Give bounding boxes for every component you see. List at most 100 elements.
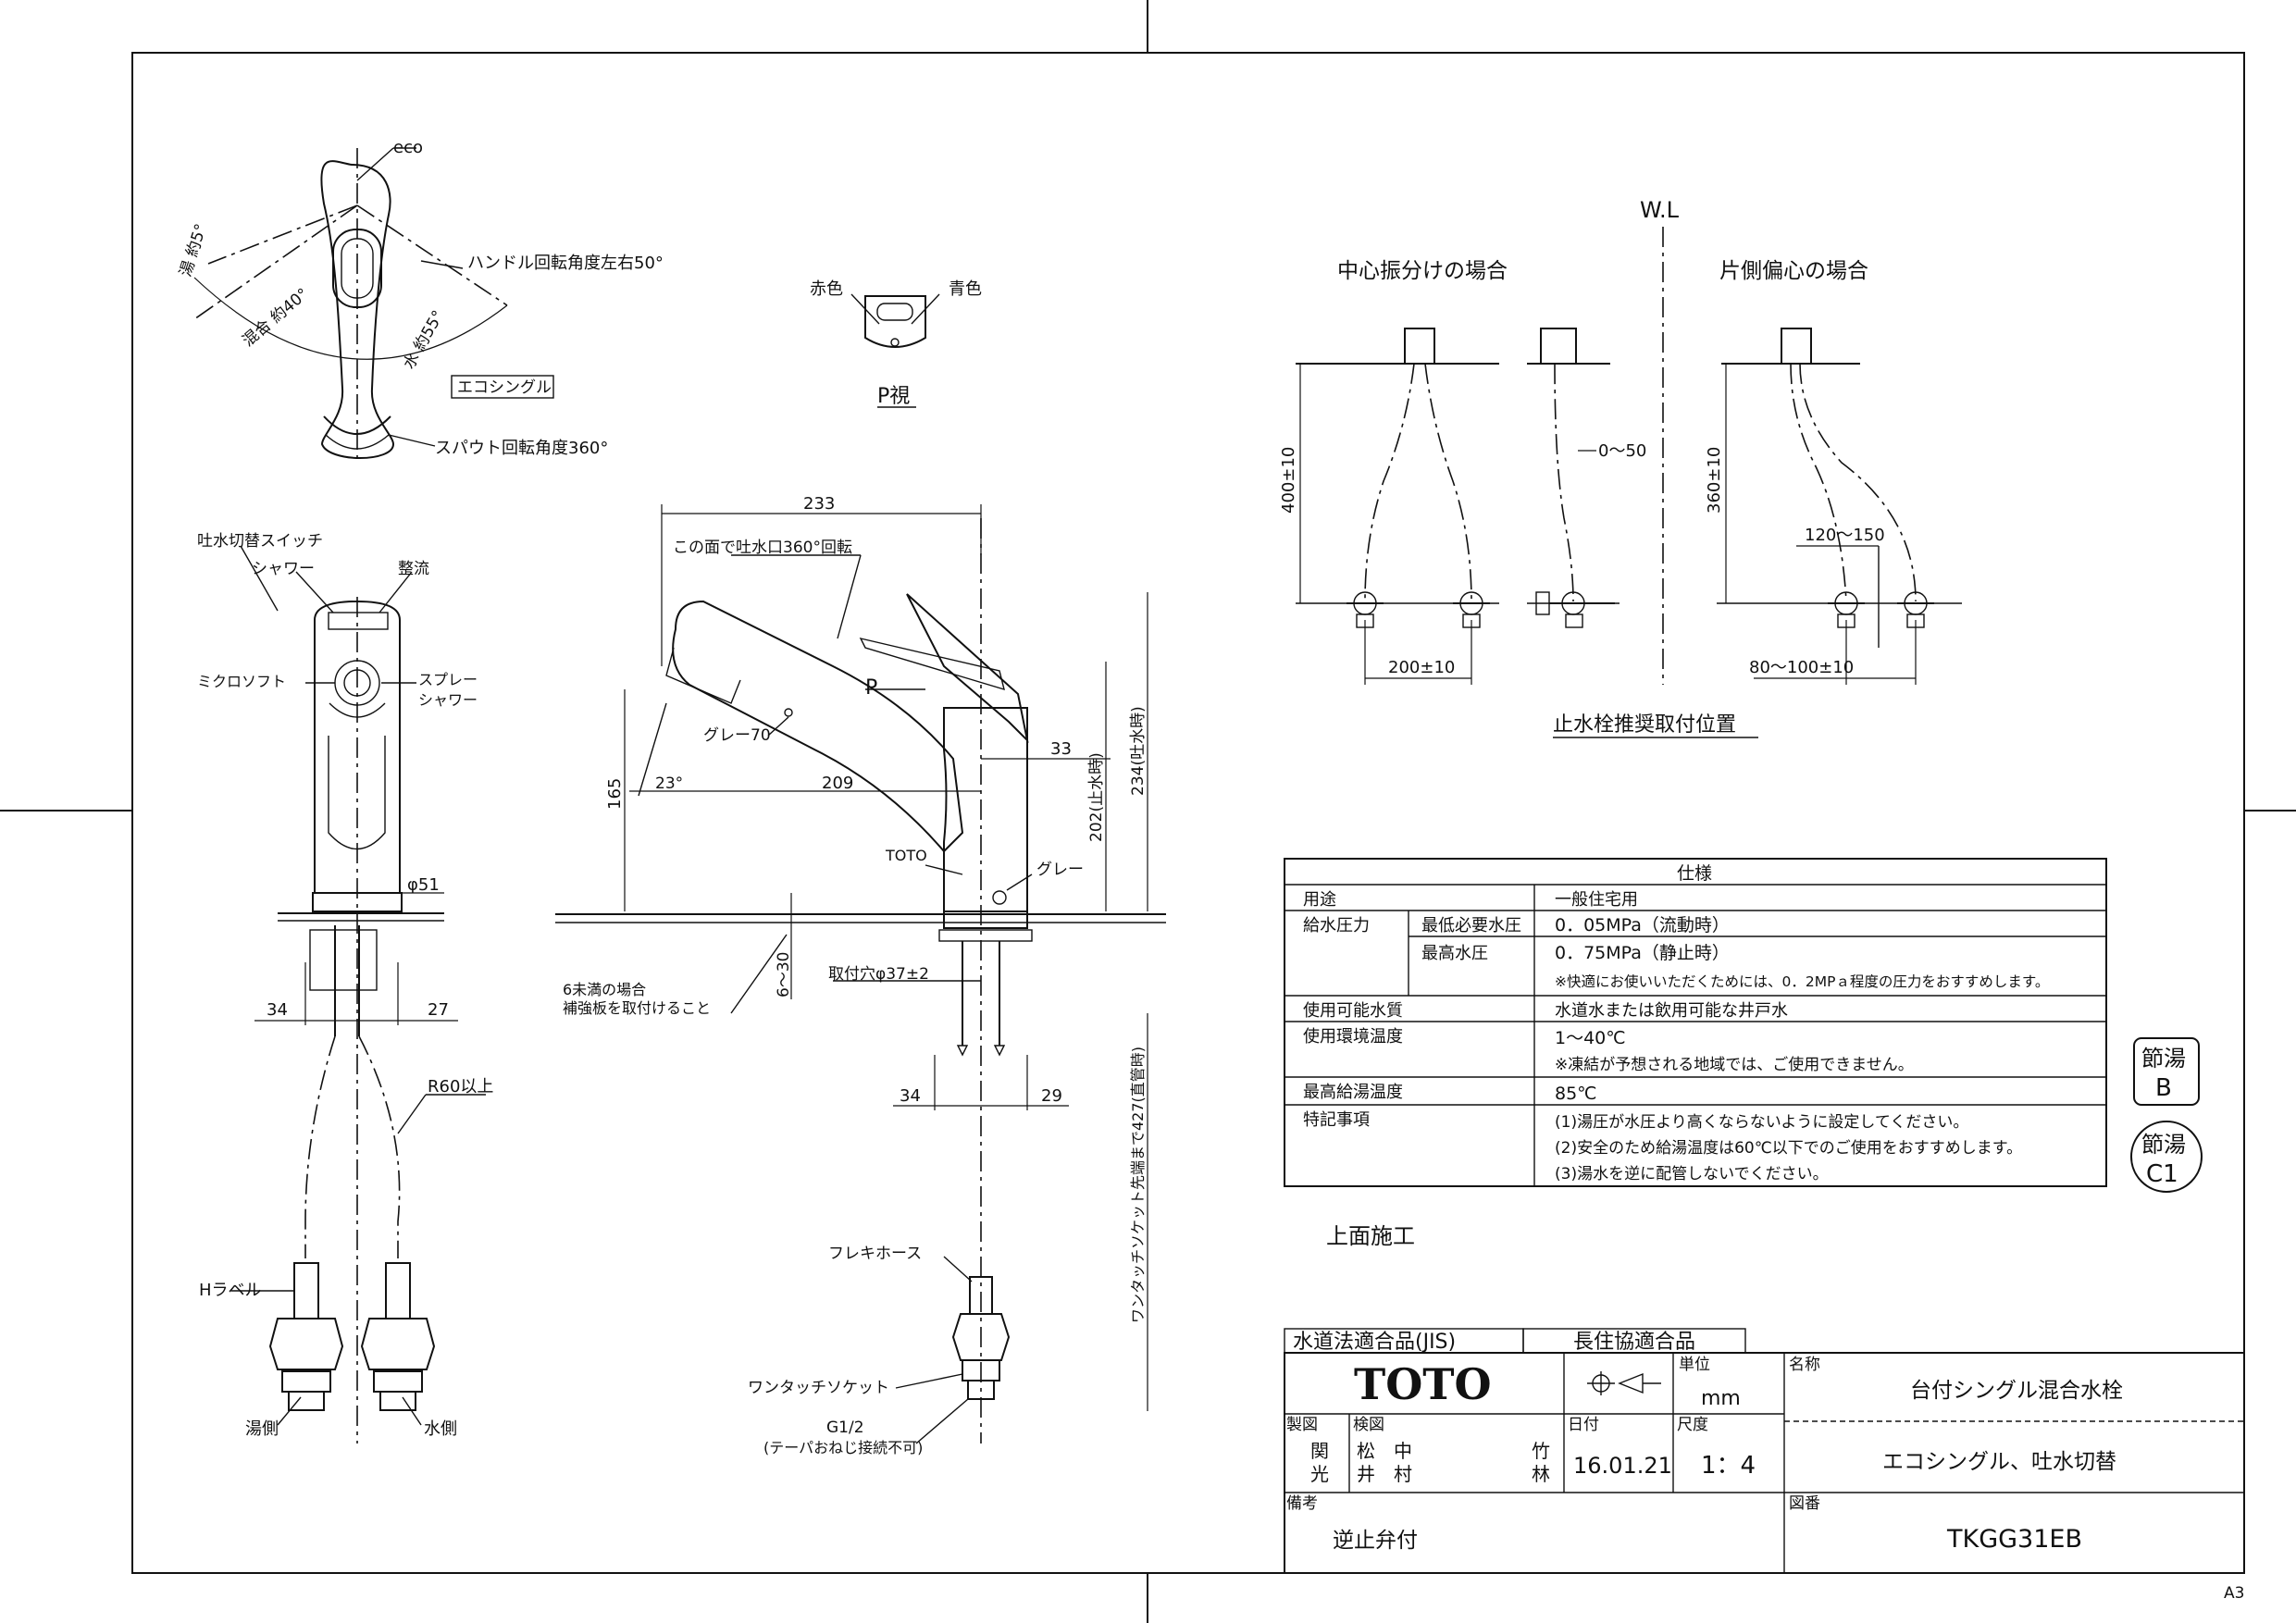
label-wl: W.L: [1640, 197, 1680, 223]
dim-400: 400±10: [1279, 447, 1298, 514]
label-cold-angle: 水 約55°: [400, 307, 448, 372]
checked-label: 検図: [1353, 1416, 1384, 1434]
spec-note-max: ※快適にお使いいただくためには、0．2MPａ程度の圧力をおすすめします。: [1555, 973, 2049, 990]
drawing-no: TKGG31EB: [1946, 1525, 2082, 1554]
cold-fitting: [360, 1262, 436, 1411]
label-shower: シャワー: [252, 560, 315, 578]
spec-label-env: 使用環境温度: [1303, 1027, 1403, 1047]
label-angle23: 23°: [655, 774, 683, 793]
valve-side: [1535, 591, 1615, 628]
label-spray-1: スプレー: [418, 671, 478, 688]
dim-6-30: 6～30: [775, 952, 793, 997]
saving-badge-b: 節湯 B: [2133, 1037, 2200, 1106]
brand-logo: TOTO: [1354, 1359, 1492, 1409]
label-handle-rotation: ハンドル回転角度左右50°: [467, 254, 664, 273]
label-switch: 吐水切替スイッチ: [197, 532, 323, 551]
checked-name-3: 中: [1394, 1440, 1412, 1462]
product-name-2: エコシングル、吐水切替: [1882, 1450, 2116, 1474]
checked-name-1: 松: [1357, 1440, 1375, 1462]
label-micro-soft: ミクロソフト: [197, 673, 286, 690]
spec-header: 仕様: [1677, 863, 1712, 884]
title-block: 水道法適合品(JIS) 長住協適合品 TOTO 単位 mm 名称 台付シングル混…: [1284, 1328, 2245, 1574]
front-view: 吐水切替スイッチ シャワー 整流 ミクロソフト スプレー シャワー φ51 34…: [197, 532, 493, 1443]
dim-165: 165: [605, 778, 625, 810]
drawing-no-label: 図番: [1789, 1494, 1820, 1513]
dim-left-34: 34: [267, 1000, 288, 1020]
badge-c1-line2: C1: [2146, 1160, 2178, 1188]
date-value: 16.01.21: [1573, 1453, 1672, 1479]
dim-209: 209: [822, 774, 853, 793]
dim-202: 202(止水時): [1087, 752, 1106, 842]
spec-sub-min: 最低必要水圧: [1421, 916, 1521, 935]
badge-jis: 水道法適合品(JIS): [1293, 1331, 1456, 1354]
label-red: 赤色: [810, 279, 843, 299]
label-laminar: 整流: [398, 560, 429, 578]
label-diameter: φ51: [407, 875, 440, 895]
hot-fitting: [268, 1262, 344, 1411]
label-eco: eco: [393, 138, 423, 157]
dim-0-50: 0～50: [1598, 441, 1646, 461]
stop-valve-diagram: W.L 中心振分けの場合 片側偏心の場合 400±10 200±10 0～50: [1279, 197, 1962, 738]
remarks-label: 備考: [1286, 1494, 1318, 1513]
dim-right-27: 27: [428, 1000, 449, 1020]
scale-label: 尺度: [1677, 1416, 1708, 1434]
spec-table: 仕様 用途 一般住宅用 給水圧力 最低必要水圧 0．05MPa（流動時） 最高水…: [1284, 858, 2107, 1187]
remarks-value: 逆止弁付: [1333, 1529, 1418, 1553]
spec-value-min: 0．05MPa（流動時）: [1555, 915, 1730, 935]
spec-sub-max: 最高水圧: [1421, 944, 1488, 963]
product-name-1: 台付シングル混合水栓: [1910, 1379, 2123, 1403]
spec-note-3: (3)湯水を逆に配管しないでください。: [1555, 1165, 1829, 1183]
saving-badge-c1: 節湯 C1: [2130, 1121, 2203, 1193]
badge-b-line1: 節湯: [2141, 1046, 2186, 1072]
spec-value-max: 0．75MPa（静止時）: [1555, 943, 1730, 963]
label-reinforce-1: 6未満の場合: [563, 981, 646, 998]
unit-label: 単位: [1679, 1356, 1710, 1374]
label-rotate-note: この面で吐水口360°回転: [673, 539, 852, 557]
label-spout-rotation: スパウト回転角度360°: [435, 439, 608, 458]
drawn-name-2: 光: [1310, 1463, 1329, 1485]
dim-29-side: 29: [1041, 1086, 1062, 1106]
dim-33: 33: [1050, 739, 1072, 759]
badge-c1-line1: 節湯: [2141, 1132, 2186, 1158]
drawn-name-1: 関: [1310, 1440, 1329, 1462]
spec-label-maxtemp: 最高給湯温度: [1303, 1083, 1403, 1102]
label-hot-side: 湯側: [245, 1419, 279, 1439]
scale-value: 1：4: [1701, 1452, 1756, 1480]
checked-name-2: 井: [1357, 1463, 1375, 1485]
spec-note-env: ※凍結が予想される地域では、ご使用できません。: [1555, 1055, 1914, 1074]
spec-value-use: 一般住宅用: [1555, 890, 1638, 910]
spec-value-maxtemp: 85℃: [1555, 1084, 1597, 1104]
p-view-title: P視: [877, 385, 910, 408]
dim-200: 200±10: [1388, 658, 1455, 677]
side-view: 233 この面で吐水口360°回転 P グレー70 23° 209 33 165…: [555, 494, 1166, 1456]
date-label: 日付: [1568, 1416, 1599, 1434]
badge-b-line2: B: [2155, 1074, 2172, 1102]
label-one-touch: ワンタッチソケット: [748, 1379, 889, 1397]
spec-label-use: 用途: [1303, 890, 1336, 910]
spec-note-1: (1)湯圧が水圧より高くならないように設定してください。: [1555, 1113, 1968, 1132]
label-taper-note: (テーパおねじ接続不可): [763, 1439, 923, 1456]
label-r60: R60以上: [428, 1077, 493, 1096]
dim-80-100: 80～100±10: [1749, 658, 1854, 677]
label-h-label: Hラベル: [199, 1281, 262, 1300]
spec-label-quality: 使用可能水質: [1303, 1001, 1403, 1021]
stop-valve-caption: 止水栓推奨取付位置: [1553, 713, 1736, 737]
label-p-arrow: P: [865, 676, 877, 700]
badge-ltr: 長住協適合品: [1573, 1331, 1695, 1354]
dim-34-side: 34: [900, 1086, 921, 1106]
name-label: 名称: [1789, 1356, 1820, 1374]
checked-name-6: 林: [1532, 1463, 1550, 1485]
checked-name-5: 竹: [1532, 1440, 1550, 1462]
label-offset: 片側偏心の場合: [1719, 259, 1868, 283]
label-blue: 青色: [949, 279, 982, 299]
spec-label-pressure: 給水圧力: [1303, 916, 1370, 935]
paper-size: A3: [2224, 1584, 2244, 1603]
label-spray-2: シャワー: [418, 691, 478, 709]
dim-360: 360±10: [1705, 447, 1724, 514]
label-center: 中心振分けの場合: [1337, 259, 1508, 283]
top-view: eco ハンドル回転角度左右50° 湯 約5° 混合 約40° 水 約55° エ…: [177, 138, 664, 463]
unit-value: mm: [1701, 1387, 1741, 1410]
label-mix-angle: 混合 約40°: [239, 285, 312, 351]
label-hot-angle: 湯 約5°: [177, 222, 211, 279]
